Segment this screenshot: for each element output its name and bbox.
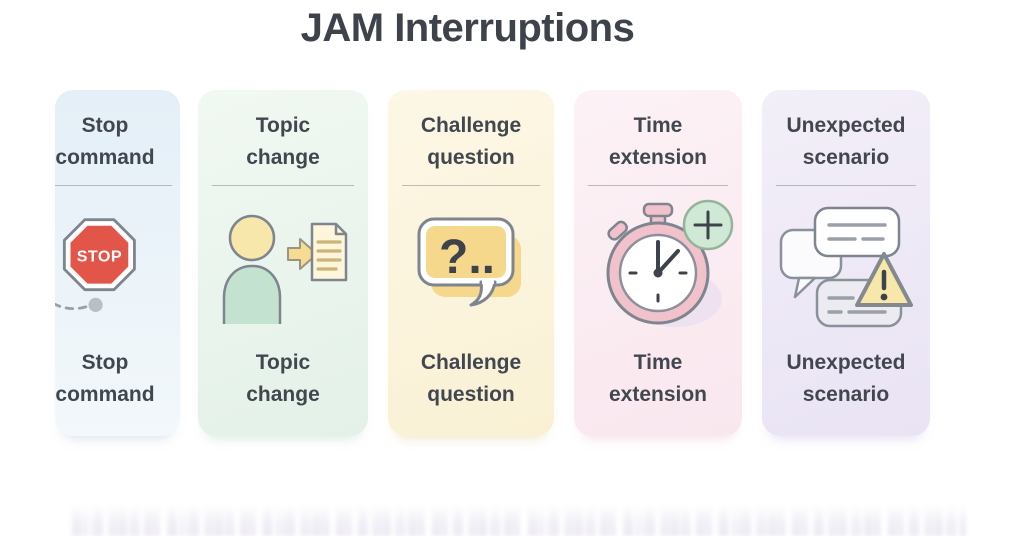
divider (402, 185, 540, 186)
svg-text:?..: ?.. (439, 231, 495, 284)
question-bubble-icon: ?.. (417, 217, 521, 306)
card-caption: Stop command (55, 351, 155, 406)
card-title: Topic change (246, 114, 320, 169)
card-topic-change: Topic change Topic change (198, 90, 368, 436)
card-caption: Time extension (608, 351, 708, 406)
svg-text:STOP: STOP (77, 247, 122, 265)
card-unexpected-scenario: Unexpected scenario (762, 90, 930, 436)
divider (776, 185, 916, 186)
card-title: Time extension (608, 114, 708, 169)
divider (588, 185, 728, 186)
page-title: JAM Interruptions (300, 6, 635, 50)
card-caption: Topic change (246, 351, 320, 406)
card-stop-command: Stop command STOP Stop command (55, 90, 180, 436)
blurred-text-strip (72, 506, 966, 536)
chat-warning-icon (779, 206, 913, 327)
divider (212, 185, 354, 186)
card-title: Stop command (55, 114, 155, 169)
divider (55, 185, 172, 186)
card-title: Unexpected scenario (786, 114, 906, 169)
card-challenge-question: Challenge question ?.. Challenge questio… (388, 90, 554, 436)
card-caption: Unexpected scenario (786, 351, 906, 406)
stop-sign-icon: STOP (55, 217, 136, 312)
card-title: Challenge question (420, 114, 522, 169)
stopwatch-plus-icon (606, 199, 734, 327)
card-time-extension: Time extension (574, 90, 742, 436)
person-document-icon (222, 214, 348, 324)
card-caption: Challenge question (420, 351, 522, 406)
